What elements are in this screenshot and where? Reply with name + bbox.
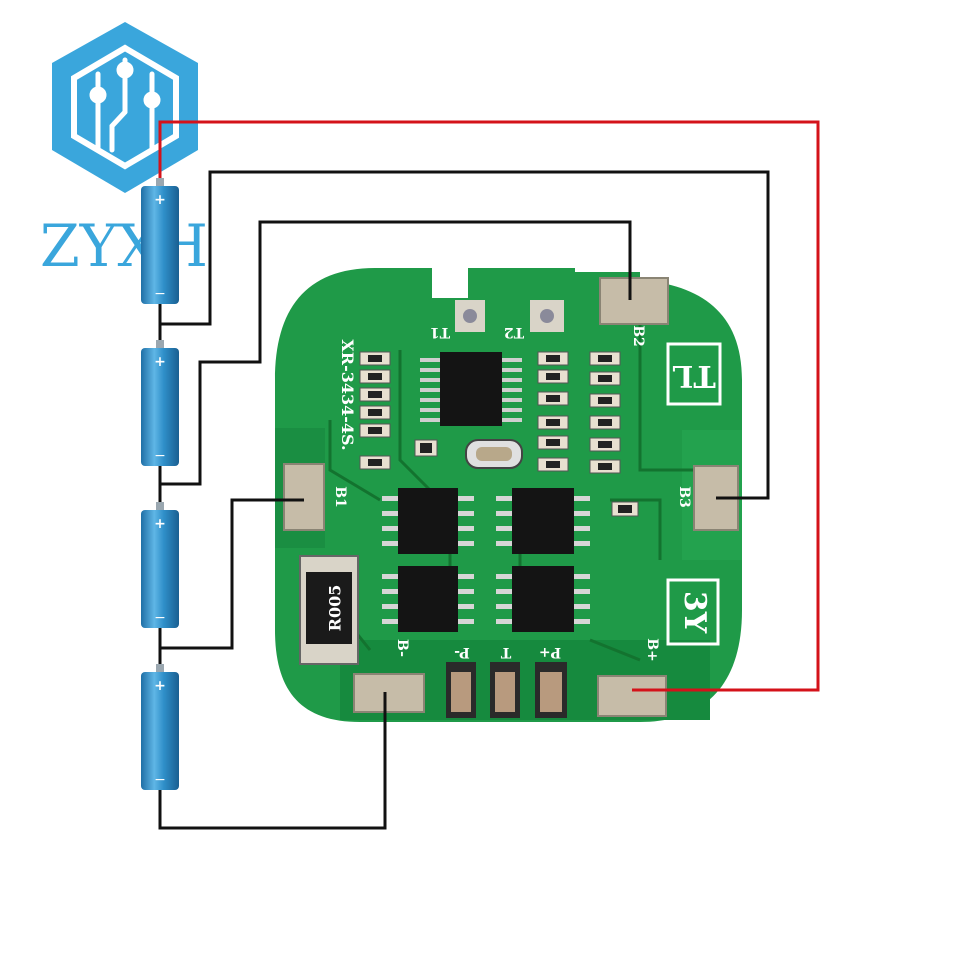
battery-cell-1: + − bbox=[141, 178, 179, 304]
wires bbox=[158, 120, 820, 830]
p-plus-label: P+ bbox=[539, 644, 561, 660]
stamp-tl: TL bbox=[666, 342, 722, 406]
battery-string: + − + − + − + − bbox=[141, 178, 179, 790]
b2-pad bbox=[599, 277, 669, 325]
b2-label: B2 bbox=[630, 325, 646, 347]
mosfet-1 bbox=[398, 488, 458, 554]
mosfet-4 bbox=[512, 566, 574, 632]
mosfets bbox=[382, 488, 590, 632]
battery-cell-3-minus: − bbox=[154, 610, 166, 626]
smd-components bbox=[359, 351, 639, 517]
battery-cell-2: + − bbox=[141, 340, 179, 466]
circuit-icon bbox=[71, 44, 179, 170]
battery-cell-4-plus: + bbox=[154, 678, 166, 694]
battery-cell-3: + − bbox=[141, 502, 179, 628]
wire-b-plus bbox=[158, 120, 820, 692]
battery-cell-3-plus: + bbox=[154, 516, 166, 532]
t2-label: T2 bbox=[504, 324, 524, 340]
t1-label: T1 bbox=[430, 324, 450, 340]
brand-name: ZYXH bbox=[40, 212, 208, 280]
brand-logo: ZYXH bbox=[40, 22, 208, 280]
mosfet-2 bbox=[512, 488, 574, 554]
b-plus-label: B+ bbox=[644, 638, 660, 662]
b3-label: B3 bbox=[676, 486, 692, 508]
b1-pad bbox=[283, 463, 325, 531]
stamp-3y-text: 3Y bbox=[677, 591, 712, 634]
b1-label: B1 bbox=[332, 486, 348, 508]
main-ic bbox=[420, 352, 522, 426]
battery-cell-1-plus: + bbox=[154, 192, 166, 208]
sense-resistor-value: R005 bbox=[326, 585, 345, 632]
battery-cell-2-minus: − bbox=[154, 448, 166, 464]
t-label: T bbox=[500, 644, 511, 660]
b-minus-label: B- bbox=[394, 639, 410, 657]
battery-cell-4: + − bbox=[141, 664, 179, 790]
b-minus-pad bbox=[353, 673, 425, 713]
board-model-label: XR-3434-4S. bbox=[338, 339, 357, 450]
wire-b1 bbox=[160, 498, 304, 650]
wire-b2 bbox=[160, 220, 632, 486]
pcb-board: R005 XR-3434-4S. T1 T2 B2 B1 B3 B- B+ P-… bbox=[275, 268, 742, 722]
battery-cell-1-minus: − bbox=[154, 286, 166, 302]
wire-b3 bbox=[160, 170, 770, 500]
sense-resistor: R005 bbox=[299, 555, 359, 665]
stamp-tl-text: TL bbox=[672, 358, 715, 393]
p-minus-label: P- bbox=[454, 644, 470, 660]
stamp-3y: 3Y bbox=[666, 578, 720, 646]
output-pads bbox=[446, 662, 567, 718]
battery-cell-4-minus: − bbox=[154, 772, 166, 788]
mosfet-3 bbox=[398, 566, 458, 632]
b-plus-pad bbox=[597, 675, 667, 717]
battery-cell-2-plus: + bbox=[154, 354, 166, 370]
wire-b-minus bbox=[158, 692, 387, 830]
